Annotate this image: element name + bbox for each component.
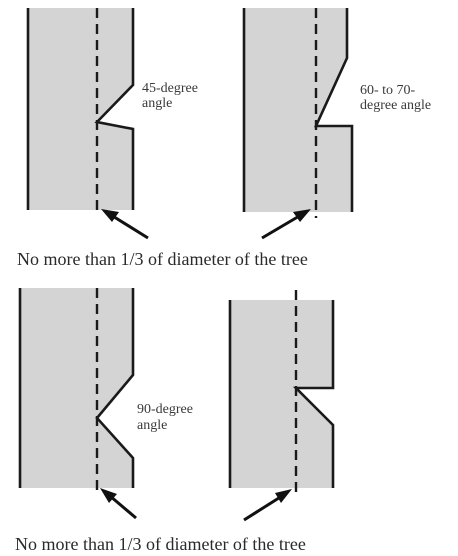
angle-label-line-2: angle — [142, 96, 172, 111]
arrow-left-head — [100, 488, 117, 503]
arrow-left-head — [101, 209, 119, 222]
angle-label: 60- to 70- degree angle — [360, 83, 431, 113]
caption-top: No more than 1/3 of diameter of the tree — [17, 249, 308, 269]
trunk-fill — [28, 8, 133, 210]
panel-90-degree: 90-degree angle — [18, 288, 196, 494]
angle-label: 90-degree angle — [137, 402, 196, 433]
arrow-right-head — [275, 489, 292, 503]
caption-arrows-bottom — [100, 488, 292, 522]
angle-label-line-1: 90-degree — [137, 402, 193, 417]
angle-label-line-1: 60- to 70- — [360, 83, 416, 98]
angle-label-line-2: angle — [137, 418, 167, 433]
trunk-fill — [244, 8, 352, 212]
trunk-fill — [230, 300, 333, 488]
trunk-fill — [20, 288, 133, 488]
angle-label-line-1: 45-degree — [142, 81, 198, 96]
arrow-right — [243, 494, 283, 522]
panel-step-notch — [228, 290, 335, 494]
angle-label: 45-degree angle — [142, 81, 201, 111]
panel-45-degree: 45-degree angle — [26, 8, 201, 215]
arrow-left — [109, 494, 137, 520]
caption-bottom: No more than 1/3 of diameter of the tree — [15, 534, 306, 554]
panel-60-70-degree: 60- to 70- degree angle — [242, 8, 431, 218]
arrow-right — [261, 213, 302, 240]
arrow-left — [110, 213, 149, 240]
angle-label-line-2: degree angle — [360, 98, 431, 113]
arrow-right-head — [293, 209, 311, 222]
caption-arrows-top — [101, 209, 311, 240]
